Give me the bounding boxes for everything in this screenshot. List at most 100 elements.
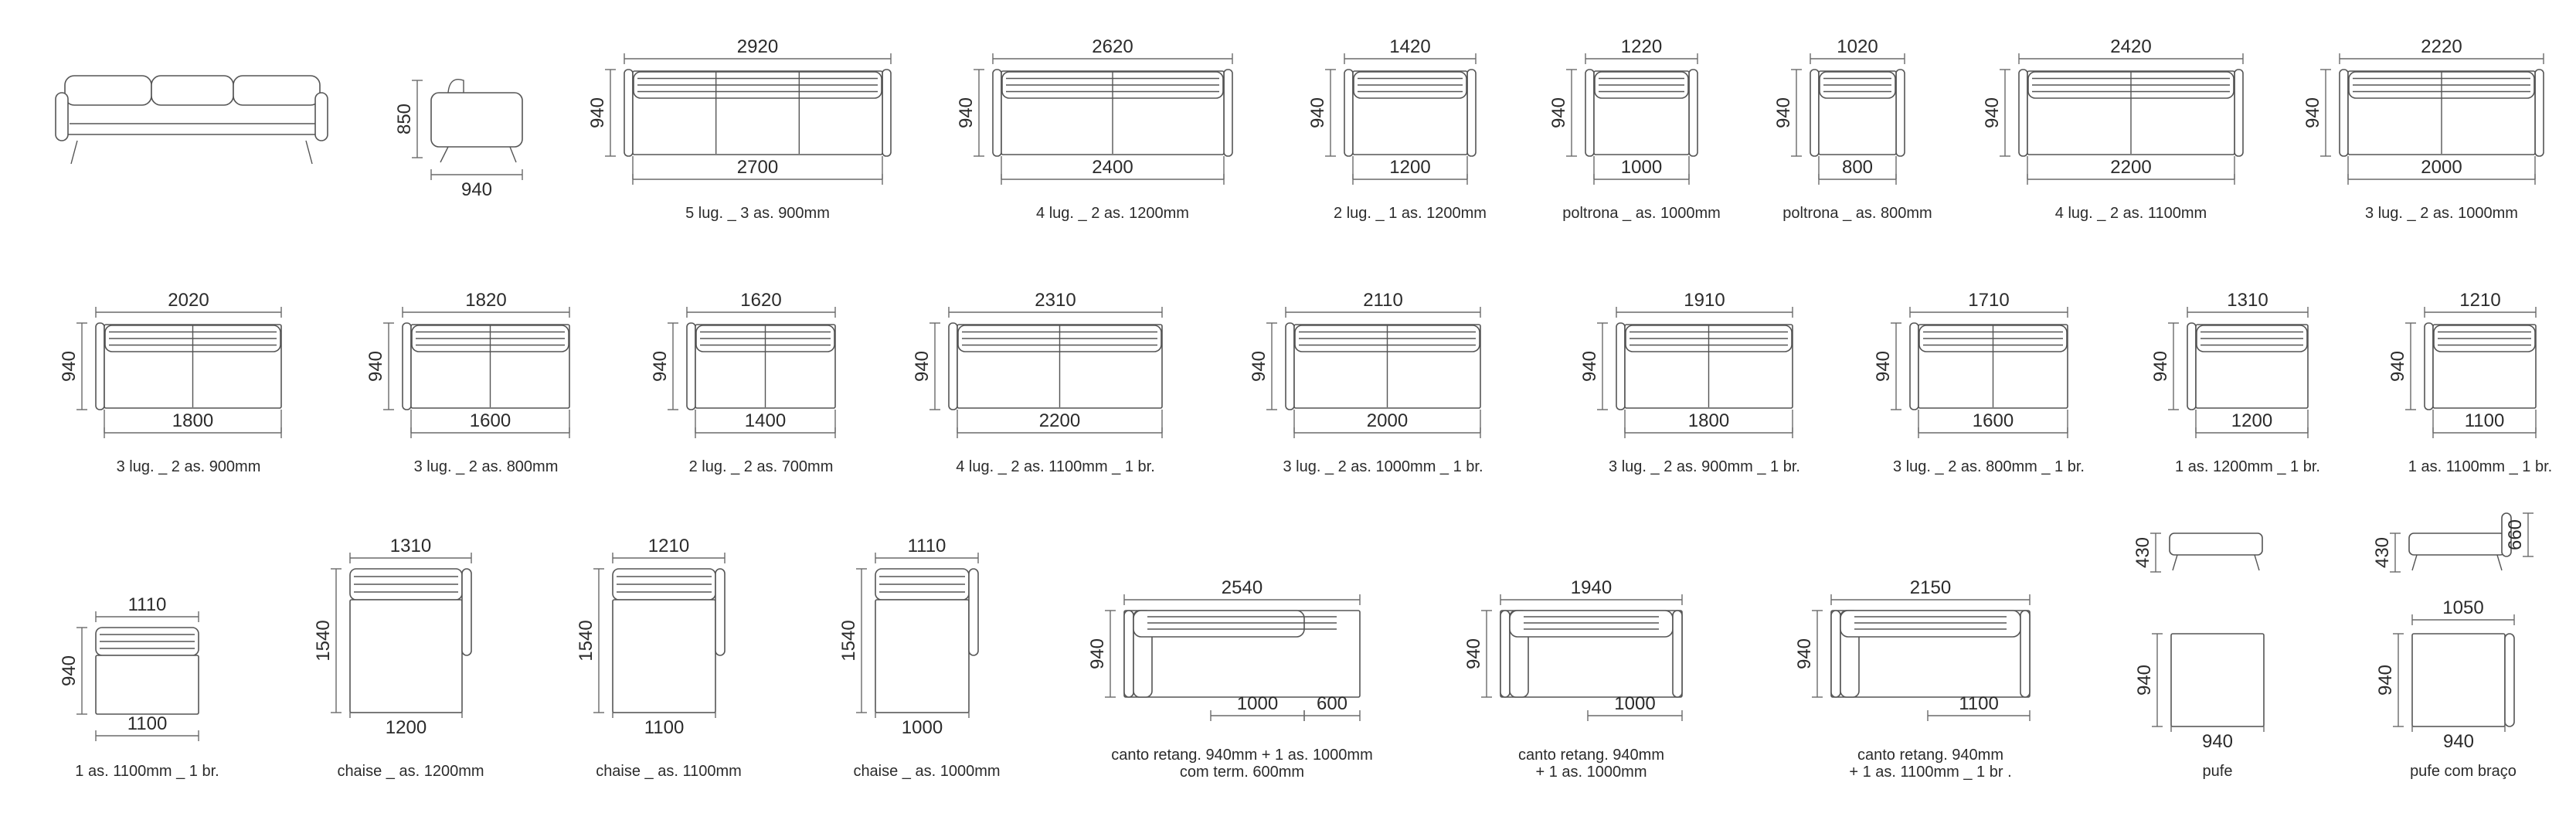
module-depth-dim-value: 940: [59, 655, 80, 686]
armchair-depth-dim: 940: [430, 169, 523, 200]
sofa-front-view-icon: [55, 75, 328, 165]
sofa-row1-item-4-width-dim-value: 1220: [1621, 36, 1662, 57]
sofa-row2-item-3-inner-dim-value: 1400: [745, 410, 786, 431]
sofa-row2-item-4-caption: 4 lug. _ 2 as. 1100mm _ 1 br.: [956, 458, 1155, 475]
sofa-row2-item-8-width-dim: 1310: [2187, 290, 2309, 318]
sofa-row2-item-5-width-dim-value: 2110: [1363, 290, 1403, 311]
chaise-1-caption: chaise _ as. 1200mm: [337, 763, 484, 780]
sofa-row1-item-7-width-dim-value: 2220: [2421, 36, 2462, 57]
corner-2-depth-dim: 940: [1463, 610, 1492, 698]
corner-1-depth-dim-value: 940: [1087, 638, 1108, 669]
sofa-row2-item-9-inner-dim-value: 1100: [2465, 410, 2505, 431]
sofa-row1-item-4-depth-dim: 940: [1548, 69, 1577, 157]
chaise-3-width-dim: 1110: [875, 536, 979, 563]
sofa-row2-item-3-depth-dim: 940: [650, 322, 678, 410]
sofa-row1-item-1-depth-dim: 940: [587, 69, 616, 157]
pufe-depth-dim-value: 940: [2134, 665, 2155, 696]
chaise-1-inner-dim-value: 1200: [386, 717, 427, 738]
sofa-row1-item-3-depth-dim: 940: [1307, 69, 1336, 157]
sofa-row2-item-8-inner-dim-value: 1200: [2231, 410, 2272, 431]
sofa-row1-item-4-depth-dim-value: 940: [1548, 97, 1569, 128]
pufe-arm-height-dim: 660: [2505, 512, 2534, 557]
sofa-row1-item-2-depth-dim-value: 940: [956, 97, 977, 128]
sofa-row2-item-3-caption: 2 lug. _ 2 as. 700mm: [689, 458, 834, 475]
corner-3-depth-dim: 940: [1794, 610, 1823, 698]
sofa-row1-item-7-inner-dim-value: 2000: [2421, 157, 2462, 178]
sofa-row1-item-4-inner-dim: 1000: [1593, 157, 1690, 185]
pufe-height-dim-value: 430: [2133, 537, 2153, 568]
sofa-row2-item-9-depth-dim-value: 940: [2387, 351, 2408, 382]
sofa-row1-item-6-depth-dim: 940: [1982, 69, 2010, 157]
chaise-1-inner-dim: 1200: [349, 707, 463, 738]
corner-3-seat-dim-value: 1100: [1959, 693, 1999, 714]
corner-2-depth-dim-value: 940: [1463, 638, 1484, 669]
sofa-row1-item-3-inner-dim: 1200: [1352, 157, 1468, 185]
corner-1-terminal-dim: 600: [1303, 693, 1361, 721]
armchair-depth-dim-value: 940: [461, 179, 492, 200]
corner-2-caption-line-1: canto retang. 940mm: [1518, 747, 1664, 764]
sofa-row2-item-6: 1910 940 1800 3 lug. _ 2 as. 900mm _ 1 br.: [1579, 290, 1800, 475]
sofa-row1-item-1-depth-dim-value: 940: [587, 97, 608, 128]
sofa-row2-item-8-depth-dim: 940: [2150, 322, 2179, 410]
sofa-row2-item-3-depth-dim-value: 940: [650, 351, 671, 382]
sofa-row2-item-6-width-dim: 1910: [1616, 290, 1793, 318]
pufe-arm-depth-dim-value: 940: [2375, 665, 2396, 696]
sofa-row2-item-9-width-dim: 1210: [2424, 290, 2537, 318]
corner-2-seat-dim: 1000: [1587, 693, 1683, 721]
sofa-row1-item-7-depth-dim: 940: [2302, 69, 2331, 157]
sofa-row2-item-7-inner-dim: 1600: [1918, 410, 2068, 438]
chaise-2-width-dim-value: 1210: [648, 536, 689, 556]
module-inner-dim-value: 1100: [127, 713, 168, 734]
pufe-arm-width-dim: 1050: [2411, 597, 2515, 625]
sofa-row2-item-6-inner-dim: 1800: [1624, 410, 1793, 438]
sofa-row1-item-7-depth-dim-value: 940: [2302, 97, 2323, 128]
pufe-arm-seat-width-dim-value: 940: [2443, 731, 2474, 752]
sofa-row2-item-6-depth-dim: 940: [1579, 322, 1608, 410]
corner-1-caption-line-2: com term. 600mm: [1180, 764, 1304, 781]
corner-3-caption-line-2: + 1 as. 1100mm _ 1 br .: [1849, 764, 2011, 781]
sofa-row2-item-8: 1310 940 1200 1 as. 1200mm _ 1 br.: [2150, 290, 2320, 475]
sofa-row2-item-3-width-dim-value: 1620: [740, 290, 781, 311]
sofa-row2-item-5-depth-dim-value: 940: [1249, 351, 1269, 382]
sofa-row2-item-4-depth-dim: 940: [912, 322, 940, 410]
sofa-row1-item-6-depth-dim-value: 940: [1982, 97, 2003, 128]
corner-1-width-dim-value: 2540: [1222, 577, 1263, 598]
chaise-3-depth-dim-value: 1540: [838, 620, 859, 661]
sofa-row2-item-7-depth-dim: 940: [1873, 322, 1901, 410]
sofa-row2-item-6-inner-dim-value: 1800: [1688, 410, 1729, 431]
sofa-row2-item-7-width-dim: 1710: [1909, 290, 2068, 318]
sofa-row2-item-7-caption: 3 lug. _ 2 as. 800mm _ 1 br.: [1893, 458, 2085, 475]
chaise-1-width-dim: 1310: [349, 536, 472, 563]
sofa-row2-item-2-depth-dim-value: 940: [365, 351, 386, 382]
pufe-arm-depth-dim: 940: [2375, 633, 2404, 727]
corner-1-caption-line-1: canto retang. 940mm + 1 as. 1000mm: [1111, 747, 1373, 764]
sofa-row2-item-8-caption: 1 as. 1200mm _ 1 br.: [2175, 458, 2320, 475]
sofa-row1-item-5-inner-dim-value: 800: [1842, 157, 1873, 178]
chaise-3-caption: chaise _ as. 1000mm: [853, 763, 1000, 780]
sofa-row2-item-4-inner-dim: 2200: [957, 410, 1163, 438]
sofa-row2-item-6-caption: 3 lug. _ 2 as. 900mm _ 1 br.: [1609, 458, 1800, 475]
sofa-row2-item-2-depth-dim: 940: [365, 322, 394, 410]
sofa-row2-item-3: 1620 940 1400 2 lug. _ 2 as. 700mm: [650, 290, 836, 475]
chaise-3-inner-dim-value: 1000: [902, 717, 943, 738]
sofa-row2-item-8-depth-dim-value: 940: [2150, 351, 2171, 382]
sofa-row2-item-2-caption: 3 lug. _ 2 as. 800mm: [414, 458, 559, 475]
sofa-row2-item-7-depth-dim-value: 940: [1873, 351, 1894, 382]
sofa-row2-item-3-inner-dim: 1400: [695, 410, 836, 438]
corner-1-terminal-dim-value: 600: [1317, 693, 1347, 714]
sofa-row2-item-2-inner-dim-value: 1600: [470, 410, 511, 431]
sofa-row2-item-1-depth-dim: 940: [59, 322, 87, 410]
sofa-row2-item-4-inner-dim-value: 2200: [1039, 410, 1080, 431]
sofa-row2-item-4-depth-dim-value: 940: [912, 351, 933, 382]
sofa-row1-item-4-caption: poltrona _ as. 1000mm: [1562, 205, 1721, 222]
module-caption: 1 as. 1100mm _ 1 br.: [75, 763, 219, 780]
